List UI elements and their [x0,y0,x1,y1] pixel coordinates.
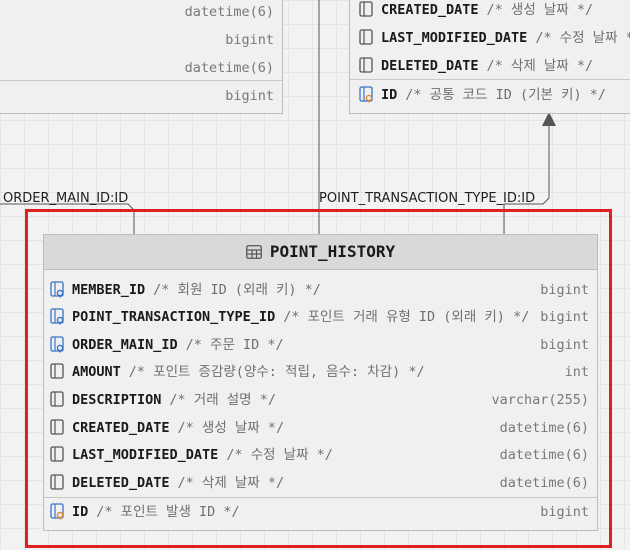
column-icon [50,363,64,379]
table-row[interactable]: LAST_MODIFIED_DATE /* 수정 날짜 */ datetime(6… [44,441,597,469]
highlight-frame [25,209,612,548]
column-name: LAST_MODIFIED_DATE [381,30,528,46]
table-header[interactable]: POINT_HISTORY [44,235,597,270]
table-row[interactable]: DELETED_DATE /* 삭제 날짜 */ [350,52,630,80]
relation-arrow-icon [542,112,556,126]
top-left-table[interactable]: datetime(6) bigint datetime(6) bigint [0,0,283,114]
column-type: datetime(6) [499,447,589,463]
column-name: ID [72,504,89,520]
column-type: datetime(6) [184,60,274,76]
column-type: datetime(6) [499,420,589,436]
foreign-key-icon [50,336,64,353]
column-name: DELETED_DATE [381,58,479,74]
column-comment: /* 공통 코드 ID (기본 키) */ [405,87,606,103]
table-row[interactable]: ORDER_MAIN_ID /* 주문 ID */ bigint [44,331,597,359]
column-comment: /* 포인트 거래 유형 ID (외래 키) */ [283,309,530,325]
primary-key-icon [359,86,373,103]
column-name: MEMBER_ID [72,282,146,298]
table-row[interactable]: LAST_MODIFIED_DATE /* 수정 날짜 */ [350,24,630,52]
table-row[interactable]: AMOUNT /* 포인트 증감량(양수: 적립, 음수: 차감) */ int [44,358,597,386]
table-icon [245,245,262,259]
column-icon [359,29,373,45]
column-type: bigint [225,88,274,104]
column-comment: /* 삭제 날짜 */ [177,475,285,491]
column-comment: /* 생성 날짜 */ [177,420,285,436]
primary-key-separator [44,497,597,498]
column-type: bigint [540,309,589,325]
column-type: datetime(6) [499,475,589,491]
column-type: int [564,364,589,380]
column-comment: /* 주문 ID */ [185,337,284,353]
column-comment: /* 포인트 증감량(양수: 적립, 음수: 차감) */ [128,364,425,380]
relation-label-order-main: ORDER_MAIN_ID:ID [3,191,129,206]
table-row[interactable]: datetime(6) [0,54,282,82]
foreign-key-icon [50,308,64,325]
column-name: POINT_TRANSACTION_TYPE_ID [72,309,276,325]
foreign-key-icon [50,281,64,298]
column-comment: /* 회원 ID (외래 키) */ [153,282,321,298]
column-icon [359,57,373,73]
column-type: bigint [540,504,589,520]
column-comment: /* 수정 날짜 */ [535,30,630,46]
relation-line-order-main [0,203,135,234]
table-row[interactable]: POINT_TRANSACTION_TYPE_ID /* 포인트 거래 유형 ID… [44,303,597,331]
primary-key-separator [350,79,630,80]
column-icon [50,391,64,407]
column-name: CREATED_DATE [72,420,170,436]
column-name: ID [381,87,398,103]
column-type: varchar(255) [491,392,589,408]
table-row[interactable]: CREATED_DATE /* 생성 날짜 */ datetime(6) [44,414,597,442]
table-title: POINT_HISTORY [269,242,396,261]
column-icon [50,474,64,490]
column-comment: /* 수정 날짜 */ [226,447,333,463]
point-history-table[interactable]: POINT_HISTORY MEMBER_ID /* 회원 ID (외래 키) *… [43,234,598,531]
column-type: bigint [540,337,589,353]
table-row[interactable]: DELETED_DATE /* 삭제 날짜 */ datetime(6) [44,469,597,497]
table-row[interactable]: bigint [0,26,282,54]
column-icon [50,446,64,462]
column-comment: /* 포인트 발생 ID */ [96,504,240,520]
top-right-table[interactable]: CREATED_DATE /* 생성 날짜 */ LAST_MODIFIED_DA… [349,0,630,114]
column-name: LAST_MODIFIED_DATE [72,447,219,463]
relation-line-transaction-type [503,126,550,234]
table-row[interactable]: datetime(6) [0,0,282,26]
column-name: AMOUNT [72,364,121,380]
primary-key-separator [0,80,282,81]
column-name: ORDER_MAIN_ID [72,337,178,353]
column-type: bigint [225,32,274,48]
column-name: DESCRIPTION [72,392,162,408]
table-row[interactable]: bigint [0,82,282,110]
column-comment: /* 거래 설명 */ [169,392,276,408]
table-row[interactable]: ID /* 공통 코드 ID (기본 키) */ [350,81,630,109]
column-type: bigint [540,282,589,298]
column-icon [50,419,64,435]
primary-key-icon [50,503,64,520]
table-row[interactable]: MEMBER_ID /* 회원 ID (외래 키) */ bigint [44,276,597,304]
table-row[interactable]: CREATED_DATE /* 생성 날짜 */ [350,0,630,24]
table-row[interactable]: DESCRIPTION /* 거래 설명 */ varchar(255) [44,386,597,414]
relation-label-transaction-type: POINT_TRANSACTION_TYPE_ID:ID [319,191,536,206]
column-name: DELETED_DATE [72,475,170,491]
column-comment: /* 삭제 날짜 */ [486,58,594,74]
table-row-primary-key[interactable]: ID /* 포인트 발생 ID */ bigint [44,498,597,526]
column-icon [359,1,373,17]
column-name: CREATED_DATE [381,2,479,18]
column-type: datetime(6) [184,4,274,20]
column-comment: /* 생성 날짜 */ [486,2,594,18]
